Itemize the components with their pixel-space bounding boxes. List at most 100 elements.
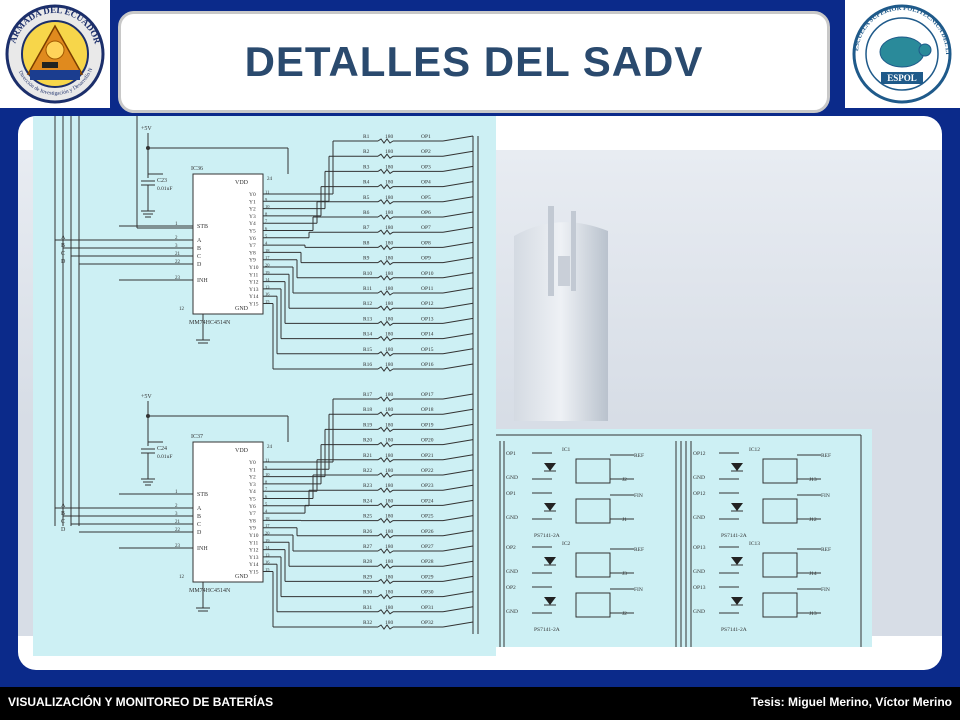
ic-pin-number: 2 — [175, 504, 178, 509]
relay-j-label: J2 — [622, 477, 627, 483]
relay-j-label: J3 — [622, 571, 627, 577]
ic-output-pin-number: 7 — [265, 219, 268, 224]
resistor — [377, 244, 394, 251]
ic-output-pin-number: 9 — [265, 465, 268, 470]
ic-output-pin: Y2 — [249, 207, 256, 213]
resistor-value: 180 — [385, 559, 394, 565]
ic-output-pin: Y1 — [249, 467, 256, 473]
ic-label: IC36 — [191, 166, 203, 172]
relay-gnd-label: GND — [506, 569, 518, 575]
relay-ref-label: REF — [634, 453, 644, 459]
vcc-label: +5V — [141, 126, 152, 132]
ic-output-pin-number: 10 — [265, 204, 270, 209]
resistor — [377, 593, 394, 600]
address-label: A — [61, 235, 66, 241]
relay-part-label: PS7141-2A — [721, 533, 747, 539]
resistor-label: R24 — [363, 498, 372, 504]
output-label: OP4 — [421, 180, 431, 186]
resistor-label: R3 — [363, 164, 370, 170]
ic-pin-gnd: GND — [235, 574, 249, 580]
ic-output-pin-number: 17 — [265, 523, 270, 528]
relay-gnd-label: GND — [693, 569, 705, 575]
ic-pin-number: 22 — [175, 528, 181, 533]
led-symbol — [731, 557, 743, 565]
ic-output-pin-number: 18 — [265, 516, 270, 521]
output-label: OP26 — [421, 529, 434, 535]
resistor-label: R14 — [363, 332, 372, 338]
vcc-label: +5V — [141, 394, 152, 400]
resistor-value: 180 — [385, 590, 394, 596]
resistor-label: R20 — [363, 438, 372, 444]
ic-output-pin: Y9 — [249, 526, 256, 532]
output-label: OP17 — [421, 392, 434, 398]
capacitor-value: 0.01uF — [157, 186, 172, 192]
relay-gnd-label: GND — [693, 475, 705, 481]
relay-j-label: J13 — [809, 477, 817, 483]
relay-gnd-label: GND — [506, 609, 518, 615]
ic-vdd-pin-num: 24 — [267, 177, 273, 182]
resistor-value: 180 — [385, 407, 394, 413]
resistor-label: R17 — [363, 392, 372, 398]
resistor-value: 180 — [385, 332, 394, 338]
output-label: OP23 — [421, 483, 434, 489]
relay-ic-label: IC12 — [749, 447, 760, 453]
ic-pin-number: 21 — [175, 252, 181, 257]
resistor-label: R6 — [363, 210, 370, 216]
ic-output-pin: Y7 — [249, 243, 256, 249]
mosfet-symbol — [575, 458, 611, 484]
relay-gnd-label: GND — [693, 609, 705, 615]
ic-output-pin-number: 9 — [265, 197, 268, 202]
led-symbol — [731, 503, 743, 511]
ic-output-pin-number: 4 — [265, 509, 268, 514]
ic-pin-number: 3 — [175, 512, 178, 517]
ic-input-pin: INH — [197, 546, 208, 552]
output-label: OP21 — [421, 453, 434, 459]
ic-output-pin-number: 17 — [265, 255, 270, 260]
ic-input-pin: A — [197, 238, 202, 244]
ic-output-pin-number: 16 — [265, 560, 270, 565]
relay-ref-label: REF — [821, 453, 831, 459]
resistor — [377, 138, 394, 144]
ic-output-pin-number: 20 — [265, 531, 270, 536]
resistor-label: R12 — [363, 301, 372, 307]
relay-ic-label: IC13 — [749, 541, 760, 547]
resistor-label: R18 — [363, 407, 372, 413]
resistor — [377, 532, 394, 539]
relay-j-label: J14 — [809, 571, 817, 577]
ic-output-pin: Y9 — [249, 258, 256, 264]
relay-op-label: OP2 — [506, 585, 516, 591]
resistor-value: 180 — [385, 574, 394, 580]
resistor — [377, 517, 394, 524]
ic-output-pin: Y10 — [249, 265, 259, 271]
espol-logo: ESPOL ESCUELA SUPERIOR POLITECNICA DEL L… — [842, 0, 960, 108]
resistor-value: 180 — [385, 514, 394, 520]
address-label: A — [61, 503, 66, 509]
ic-output-pin-number: 4 — [265, 241, 268, 246]
capacitor-value: 0.01uF — [157, 454, 172, 460]
relay-op-label: OP13 — [693, 545, 706, 551]
relay-gnd-label: GND — [506, 475, 518, 481]
resistor — [377, 548, 394, 554]
output-label: OP2 — [421, 149, 431, 155]
ic-pin-number: 23 — [175, 276, 181, 281]
resistor-value: 180 — [385, 605, 394, 611]
resistor-value: 180 — [385, 392, 394, 398]
resistor — [377, 168, 394, 175]
resistor — [377, 274, 394, 281]
resistor — [377, 290, 394, 296]
ic-output-pin-number: 13 — [265, 552, 270, 557]
resistor-label: R4 — [363, 180, 370, 186]
output-label: OP28 — [421, 559, 434, 565]
address-label: B — [61, 511, 65, 517]
resistor-value: 180 — [385, 468, 394, 474]
resistor-value: 180 — [385, 438, 394, 444]
relay-op-label: OP12 — [693, 491, 706, 497]
footer-right-text: Tesis: Miguel Merino, Víctor Merino — [750, 695, 952, 709]
output-label: OP22 — [421, 468, 434, 474]
ic-output-pin: Y4 — [249, 489, 256, 495]
mosfet-symbol — [762, 592, 798, 618]
ic-output-pin-number: 11 — [265, 190, 269, 195]
ic-pin-number: 1 — [175, 490, 178, 495]
capacitor-label: C24 — [157, 446, 167, 452]
